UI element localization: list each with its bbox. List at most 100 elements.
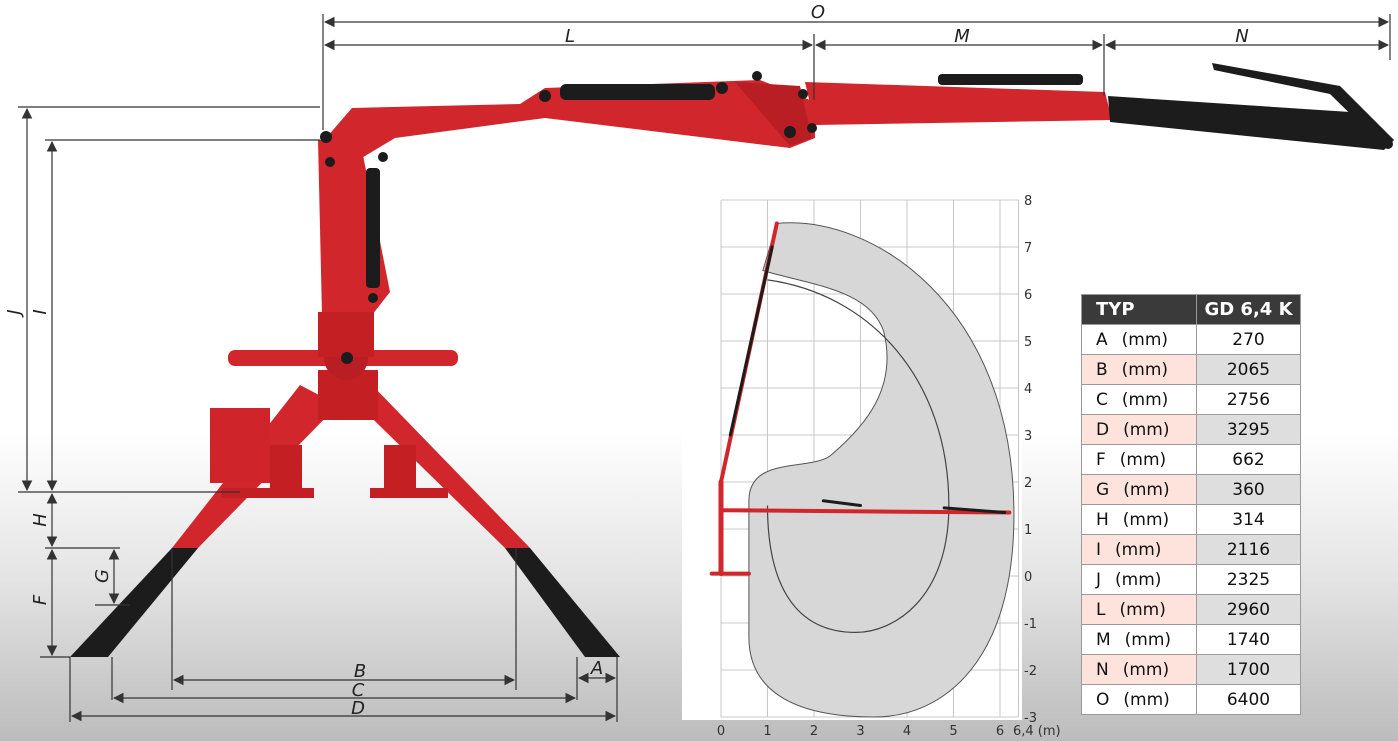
x-tick-label: 1 xyxy=(763,724,771,739)
spec-row: C (mm) 2756 xyxy=(1081,384,1301,415)
oil-tank xyxy=(210,408,270,483)
left-base-plate xyxy=(222,488,314,498)
spec-row: J(mm)2325 xyxy=(1081,564,1301,595)
dim-label-f: F xyxy=(30,594,51,605)
spec-param-letter: G xyxy=(1096,479,1110,500)
main-boom xyxy=(320,80,815,168)
spec-param-unit: (mm) xyxy=(1123,419,1170,440)
second-boom xyxy=(805,82,1112,125)
left-leg-foot xyxy=(70,548,198,657)
inner-reach-arc xyxy=(766,279,950,634)
reach-x-unit-label: 6,4 (m) xyxy=(1013,724,1061,739)
dim-label-g: G xyxy=(92,569,113,583)
x-tick-label: 4 xyxy=(903,724,911,739)
spec-value: 3295 xyxy=(1196,414,1301,445)
spec-param: J(mm) xyxy=(1081,564,1197,595)
y-tick-label: 5 xyxy=(1024,335,1032,350)
spec-value: 2756 xyxy=(1196,384,1301,415)
y-tick-label: 1 xyxy=(1024,523,1032,538)
dim-label-j: J xyxy=(4,309,25,317)
dimension-letters: O L M N J I H F G A B C D xyxy=(4,2,1249,719)
reach-crane xyxy=(709,221,1012,577)
x-tick-label: 6 xyxy=(996,724,1004,739)
extension-boom xyxy=(1108,96,1394,150)
boom-pins xyxy=(320,71,1393,364)
spec-row: N (mm) 1700 xyxy=(1081,654,1301,685)
spec-param-unit: (mm) xyxy=(1121,359,1169,380)
spec-header-model: GD 6,4 K xyxy=(1196,294,1301,325)
y-tick-label: -2 xyxy=(1024,664,1037,679)
spec-value: 6400 xyxy=(1196,684,1301,715)
spec-param: F(mm) xyxy=(1081,444,1197,475)
spec-table-header: TYP GD 6,4 K xyxy=(1081,294,1301,325)
spec-param: M (mm) xyxy=(1081,624,1197,655)
dim-label-b: B xyxy=(354,661,366,682)
spec-param-letter: H xyxy=(1096,509,1109,530)
spec-param: G(mm) xyxy=(1081,474,1197,505)
spec-value: 2116 xyxy=(1196,534,1301,565)
spec-header-type: TYP xyxy=(1081,294,1197,325)
extension-tip-arm xyxy=(1212,63,1394,145)
spec-param-unit: (mm) xyxy=(1124,629,1172,650)
spec-param-letter: J xyxy=(1096,569,1102,590)
spec-param-letter: I xyxy=(1096,539,1102,560)
spec-param-letter: N xyxy=(1096,659,1109,680)
x-tick-label: 5 xyxy=(949,724,957,739)
spec-value: 314 xyxy=(1196,504,1301,535)
spec-value: 1740 xyxy=(1196,624,1301,655)
spec-param: L (mm) xyxy=(1081,594,1197,625)
spec-param: N (mm) xyxy=(1081,654,1197,685)
dim-label-a: A xyxy=(590,658,603,679)
spec-row: B (mm) 2065 xyxy=(1081,354,1301,385)
dim-label-n: N xyxy=(1235,26,1248,47)
y-tick-label: 2 xyxy=(1024,476,1032,491)
spec-param-unit: (mm) xyxy=(1122,659,1170,680)
spec-value: 360 xyxy=(1196,474,1301,505)
working-area xyxy=(748,222,1015,718)
dim-label-c: C xyxy=(352,680,365,701)
spec-value: 2065 xyxy=(1196,354,1301,385)
spec-param-unit: (mm) xyxy=(1119,599,1166,620)
spec-param-unit: (mm) xyxy=(1123,689,1170,710)
spec-param: B (mm) xyxy=(1081,354,1197,385)
x-tick-label: 3 xyxy=(856,724,864,739)
x-tick-label: 2 xyxy=(810,724,818,739)
spec-param: A(mm) xyxy=(1081,324,1197,355)
y-tick-label: 0 xyxy=(1024,570,1032,585)
spec-param: O(mm) xyxy=(1081,684,1197,715)
spec-param-letter: F xyxy=(1096,449,1106,470)
dim-label-h: H xyxy=(30,513,51,527)
dimension-lines xyxy=(18,14,1391,722)
mast-cylinder xyxy=(366,168,380,288)
spec-param-letter: L xyxy=(1096,599,1106,620)
mast-base xyxy=(318,312,374,357)
spec-param: D(mm) xyxy=(1081,414,1197,445)
y-tick-label: 8 xyxy=(1024,194,1032,209)
right-leg-foot xyxy=(505,548,620,657)
spec-row: G(mm)360 xyxy=(1081,474,1301,505)
spec-value: 270 xyxy=(1196,324,1301,355)
dim-label-m: M xyxy=(954,26,970,47)
spec-row: L(mm)2960 xyxy=(1081,594,1301,625)
spec-param-letter: C xyxy=(1096,389,1108,410)
reach-crane-cylinder-horizontal xyxy=(821,499,862,507)
spec-param: I(mm) xyxy=(1081,534,1197,565)
spec-param-letter: B xyxy=(1096,359,1108,380)
spec-row: M (mm) 1740 xyxy=(1081,624,1301,655)
reach-crane-cylinder-raised xyxy=(728,245,774,437)
spec-value: 1700 xyxy=(1196,654,1301,685)
spec-param-unit: (mm) xyxy=(1122,509,1170,530)
right-base-plate xyxy=(370,488,448,498)
spec-value: 2325 xyxy=(1196,564,1301,595)
spec-param-letter: M xyxy=(1096,629,1111,650)
spec-row: O(mm)6400 xyxy=(1081,684,1301,715)
spec-row: I(mm)2116 xyxy=(1081,534,1301,565)
spec-param-unit: (mm) xyxy=(1121,389,1169,410)
dim-label-o: O xyxy=(811,2,825,23)
spec-param: C (mm) xyxy=(1081,384,1197,415)
y-tick-label: -1 xyxy=(1024,617,1037,632)
